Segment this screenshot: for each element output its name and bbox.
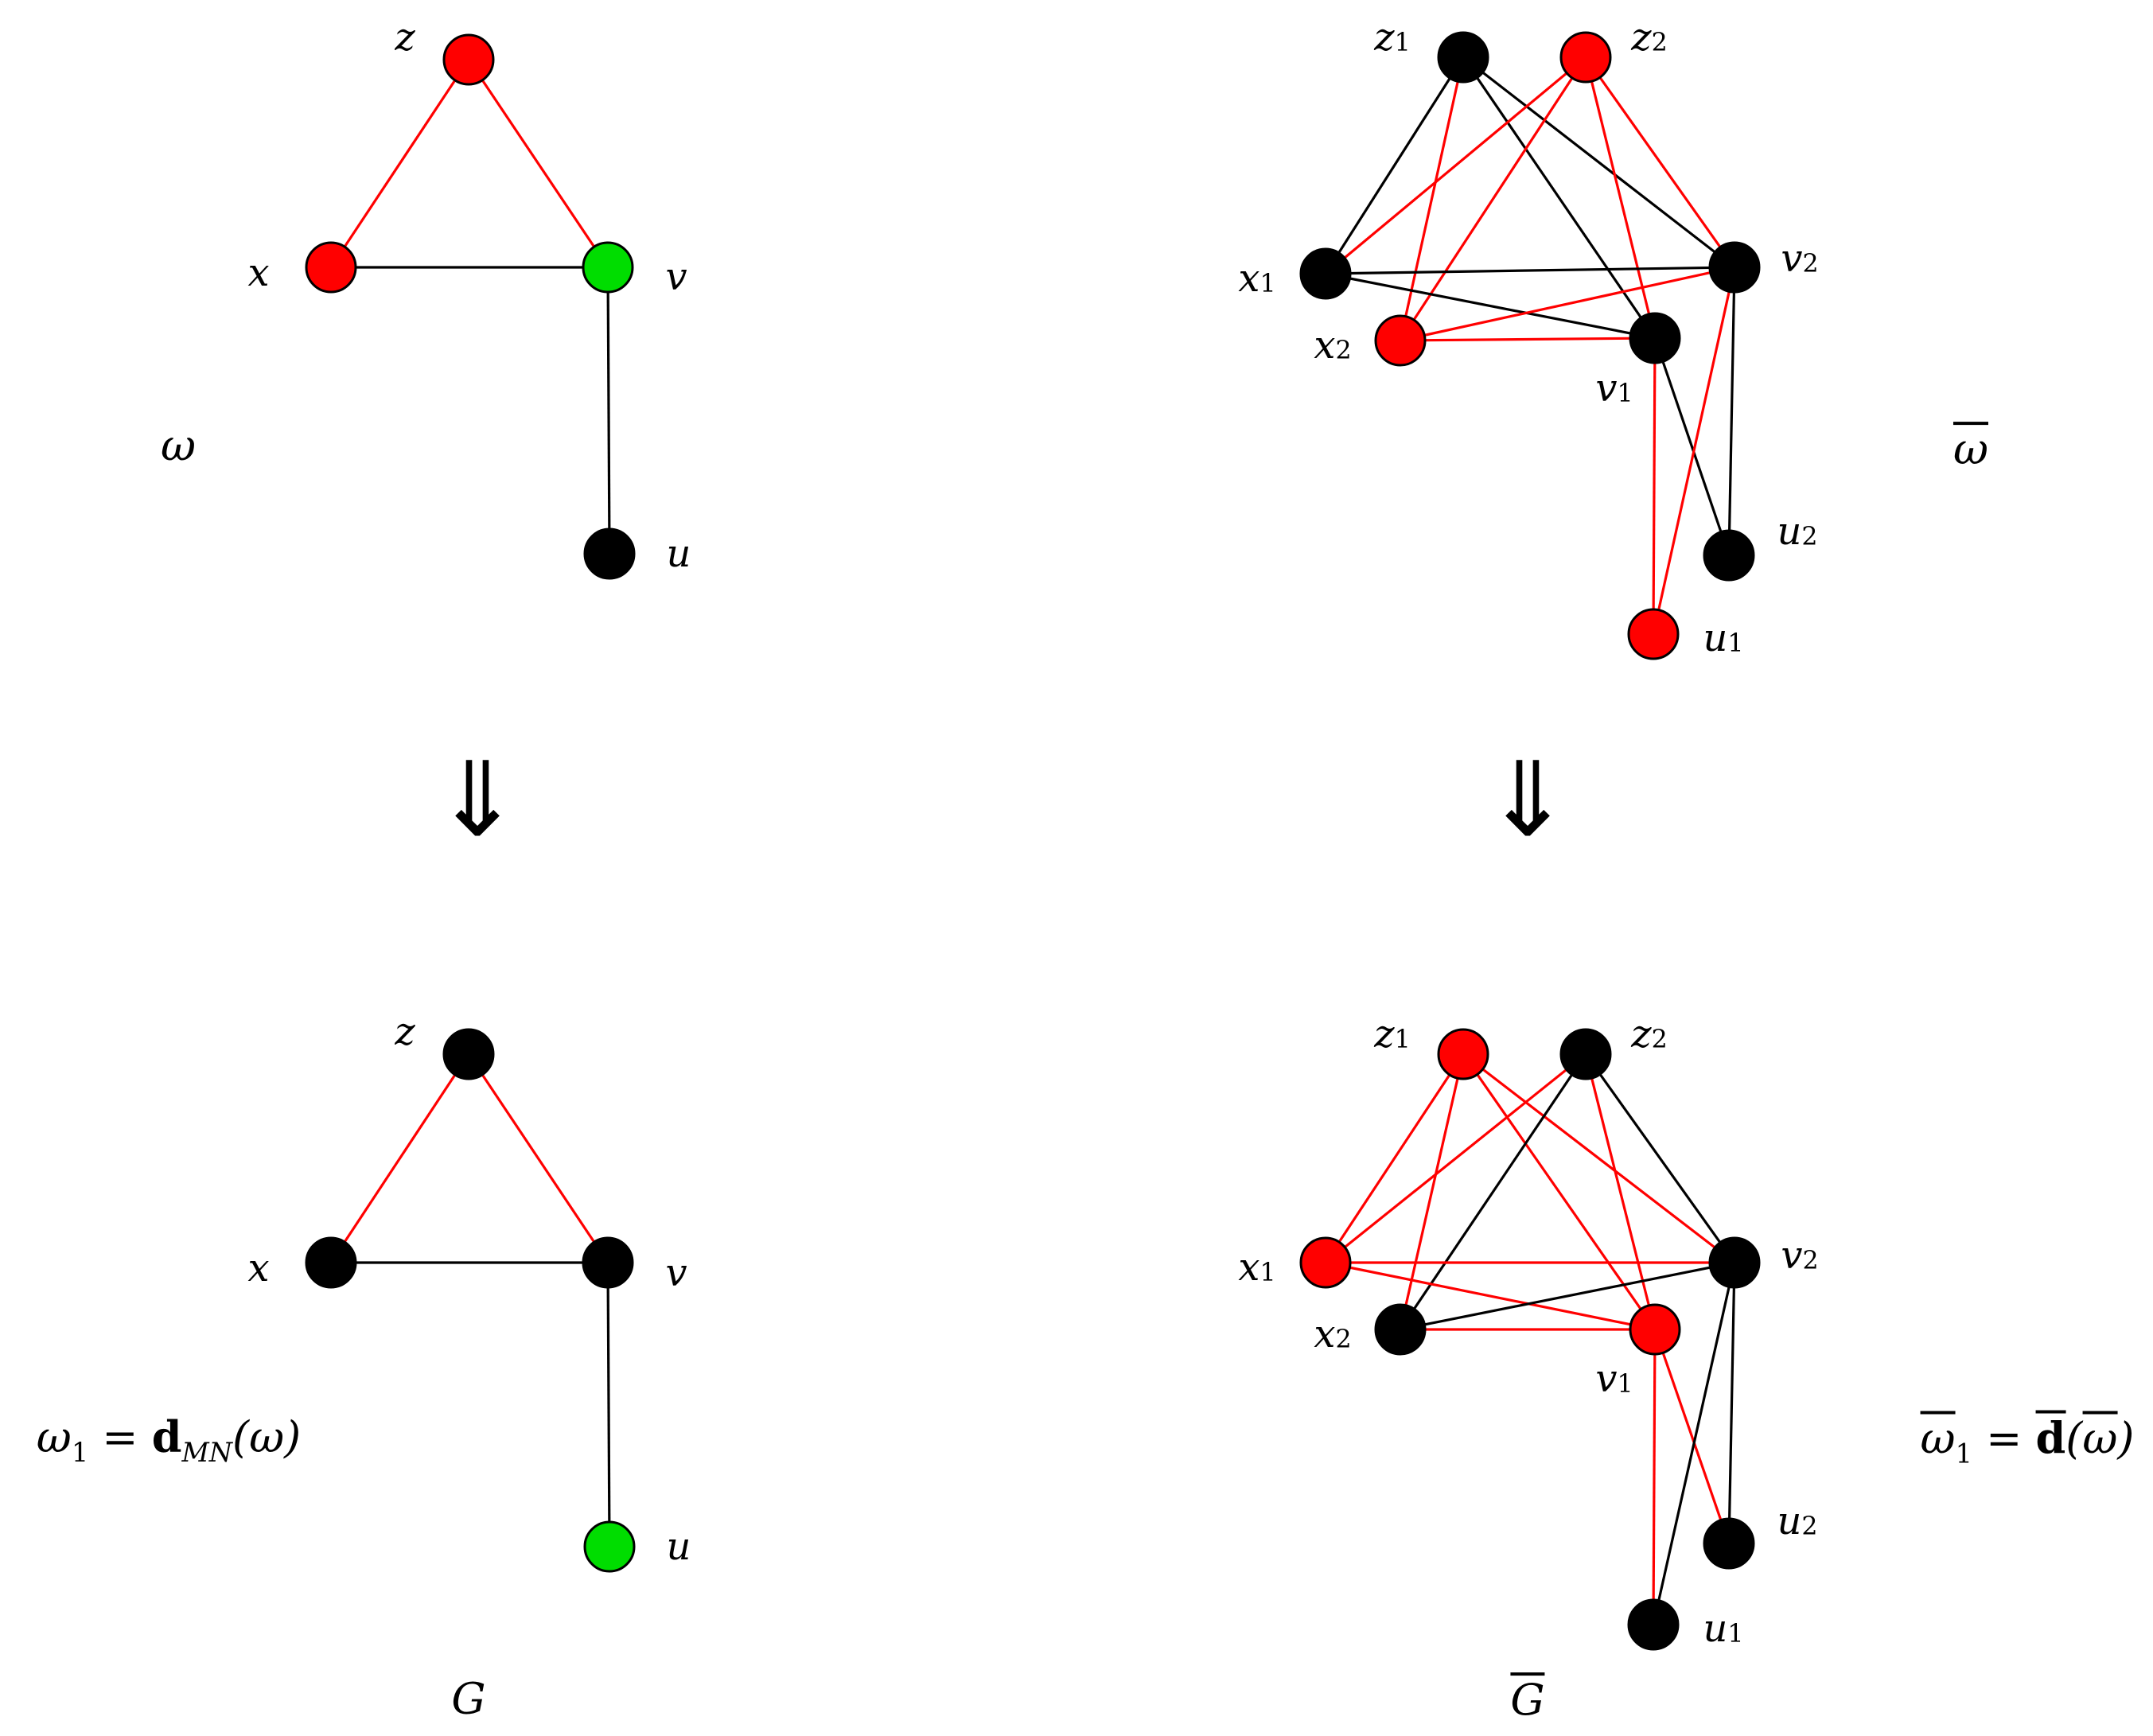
edge-G-bar-x1-v1 bbox=[1325, 1261, 1656, 1331]
vertex-label-G-bar-x1: x1 bbox=[1238, 1245, 1275, 1290]
label-G: G bbox=[451, 1673, 486, 1724]
edge-omega-v-u bbox=[606, 267, 611, 555]
vertex-label-G-u: u bbox=[667, 1524, 691, 1569]
vertex-G-bar-z1 bbox=[1437, 1028, 1489, 1080]
vertex-G-bar-u2 bbox=[1703, 1517, 1755, 1570]
edge-omega-bar-v1-u2 bbox=[1653, 337, 1731, 556]
edge-omega-bar-x1-v2 bbox=[1325, 266, 1735, 275]
vertex-omega-bar-z1 bbox=[1437, 31, 1489, 84]
vertex-label-G-x: x bbox=[247, 1246, 269, 1290]
vertex-label-G-bar-u2: u2 bbox=[1777, 1499, 1817, 1543]
vertex-G-bar-z2 bbox=[1559, 1028, 1612, 1080]
vertex-label-G-v: v bbox=[665, 1251, 687, 1295]
label-omega-bar: ω bbox=[1952, 422, 1989, 476]
edge-G-z-x bbox=[329, 1053, 470, 1263]
vertex-label-G-bar-x2: x2 bbox=[1314, 1312, 1351, 1356]
edge-G-bar-z1-v2 bbox=[1462, 1053, 1735, 1264]
edge-omega-bar-z2-x1 bbox=[1324, 56, 1587, 275]
edge-G-bar-v2-u2 bbox=[1727, 1262, 1736, 1544]
arrow-down-right: ⇓ bbox=[1484, 739, 1571, 860]
vertex-label-G-bar-u1: u1 bbox=[1703, 1606, 1743, 1651]
vertex-G-bar-v2 bbox=[1708, 1236, 1761, 1289]
graph-omega-bar: z1 z2 x1 x2 v1 v2 u2 u1 bbox=[1238, 15, 1818, 660]
vertex-omega-bar-x1 bbox=[1299, 247, 1352, 300]
vertex-omega-bar-z2 bbox=[1559, 31, 1612, 84]
label-omega1-equation: ω1 = dMN(ω) bbox=[36, 1411, 302, 1468]
edge-G-bar-z2-x1 bbox=[1324, 1053, 1587, 1264]
graph-G: z x v u bbox=[247, 1010, 691, 1573]
edge-omega-bar-v1-u1 bbox=[1652, 337, 1657, 635]
vertex-omega-bar-u2 bbox=[1703, 529, 1755, 582]
edge-omega-bar-v2-u2 bbox=[1727, 267, 1736, 556]
label-omega: ω bbox=[160, 420, 197, 471]
edge-G-v-u bbox=[606, 1262, 611, 1547]
vertex-omega-bar-u1 bbox=[1627, 608, 1680, 660]
vertex-label-omega-v: v bbox=[665, 255, 687, 299]
vertex-label-omega-bar-u2: u2 bbox=[1777, 509, 1817, 554]
vertex-label-omega-bar-z1: z1 bbox=[1373, 15, 1410, 60]
vertex-label-G-z: z bbox=[394, 1010, 415, 1054]
label-omegabar1-equation: ω1 = d(ω) bbox=[1920, 1410, 2134, 1470]
edge-omega-bar-z1-v2 bbox=[1462, 56, 1735, 269]
vertex-G-v bbox=[582, 1236, 634, 1289]
vertex-label-omega-x: x bbox=[247, 251, 269, 295]
edge-omega-bar-z1-x2 bbox=[1399, 56, 1465, 341]
edge-omega-bar-z1-x1 bbox=[1324, 56, 1465, 274]
edge-G-bar-z1-x1 bbox=[1324, 1053, 1465, 1263]
edge-omega-bar-x2-v1 bbox=[1400, 337, 1656, 342]
vertex-label-omega-bar-x2: x2 bbox=[1314, 323, 1351, 368]
graph-G-bar: z1 z2 x1 x2 v1 v2 u2 u1 bbox=[1238, 1012, 1818, 1651]
vertex-omega-x bbox=[305, 241, 357, 294]
vertex-omega-bar-x2 bbox=[1374, 314, 1427, 367]
edge-G-bar-z1-v1 bbox=[1462, 1053, 1657, 1330]
vertex-label-omega-bar-u1: u1 bbox=[1703, 616, 1743, 660]
vertex-label-G-bar-v1: v1 bbox=[1595, 1356, 1633, 1401]
vertex-label-omega-bar-z2: z2 bbox=[1630, 15, 1667, 60]
vertex-G-x bbox=[305, 1236, 357, 1289]
label-G-bar: G bbox=[1510, 1672, 1545, 1726]
vertex-omega-bar-v1 bbox=[1629, 312, 1681, 364]
edge-G-bar-x2-v2 bbox=[1400, 1261, 1735, 1331]
edge-omega-z-x bbox=[329, 59, 470, 268]
edge-omega-bar-x2-v2 bbox=[1400, 266, 1735, 342]
edge-G-bar-z1-x2 bbox=[1399, 1053, 1465, 1330]
vertex-G-bar-x1 bbox=[1299, 1236, 1352, 1289]
vertex-omega-v bbox=[582, 241, 634, 294]
vertex-label-omega-u: u bbox=[667, 531, 691, 576]
edge-omega-z-v bbox=[467, 59, 609, 268]
arrow-down-left: ⇓ bbox=[434, 739, 521, 860]
edge-omega-bar-z2-v1 bbox=[1584, 56, 1657, 339]
edge-G-bar-v2-u1 bbox=[1652, 1262, 1736, 1625]
vertex-label-G-bar-z2: z2 bbox=[1630, 1012, 1667, 1057]
vertex-label-G-bar-z1: z1 bbox=[1373, 1012, 1410, 1057]
vertex-omega-u bbox=[583, 527, 636, 580]
vertex-G-bar-u1 bbox=[1627, 1598, 1680, 1651]
edge-G-bar-z2-v1 bbox=[1584, 1053, 1657, 1330]
edge-omega-bar-v2-u1 bbox=[1652, 267, 1736, 635]
edge-G-bar-v1-u1 bbox=[1652, 1329, 1657, 1625]
edge-G-bar-v1-u2 bbox=[1653, 1329, 1731, 1544]
vertex-G-u bbox=[583, 1520, 636, 1573]
vertex-label-G-bar-v2: v2 bbox=[1781, 1233, 1818, 1278]
vertex-G-bar-v1 bbox=[1629, 1303, 1681, 1356]
edge-G-bar-z2-v2 bbox=[1584, 1053, 1736, 1263]
vertex-label-omega-bar-v1: v1 bbox=[1595, 366, 1633, 411]
edge-omega-bar-x1-v1 bbox=[1325, 272, 1656, 340]
vertex-label-omega-bar-x1: x1 bbox=[1238, 256, 1275, 301]
vertex-label-omega-z: z bbox=[394, 15, 415, 60]
edge-G-z-v bbox=[467, 1053, 609, 1263]
vertex-G-bar-x2 bbox=[1374, 1303, 1427, 1356]
graph-omega: z x v u bbox=[247, 15, 691, 580]
vertex-G-z bbox=[442, 1028, 495, 1080]
edge-omega-bar-z2-v2 bbox=[1584, 56, 1736, 268]
vertex-label-omega-bar-v2: v2 bbox=[1781, 236, 1818, 281]
vertex-omega-bar-v2 bbox=[1708, 241, 1761, 294]
vertex-omega-z bbox=[442, 33, 495, 86]
